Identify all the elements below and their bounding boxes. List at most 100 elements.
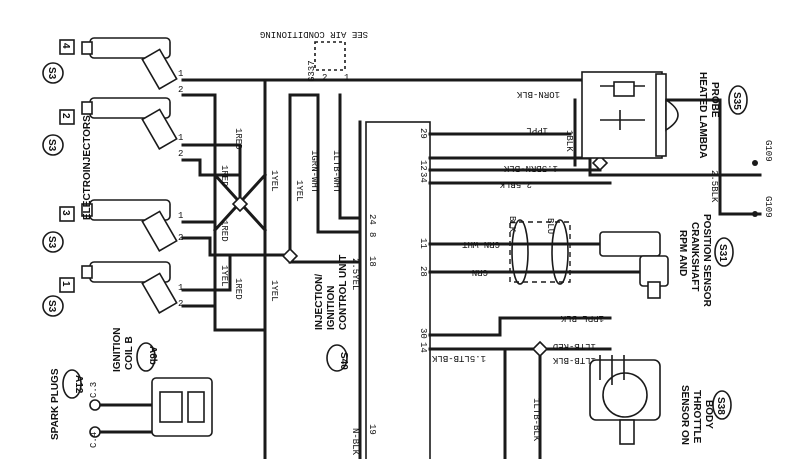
ecu-pin-18: 18 [367,256,377,267]
label-ltb-red: 1LTB-RED [553,341,596,351]
ecu-pin-14: 14 [418,342,428,353]
injector-3-num: 3 [60,210,71,216]
injector-2-id: S3 [46,139,57,152]
ecu-pin-12: 12 [418,160,428,171]
left-wire-labels: 1RED 1YEL 1YEL 1RED 1RED 1YEL 1RED 1YEL [219,128,304,302]
label-n-blk: N-BLK [350,428,360,456]
label-grn-wht: 1GRN-WHT [309,150,319,194]
throttle-line1: SENSOR ON [679,385,690,445]
spark-title: SPARK PLUGS [50,368,61,440]
rpm-id: S31 [717,244,728,262]
inj2-pin1: 1 [178,133,183,143]
label-ltb-blk-short: 1LTB-BLK [552,355,596,365]
label-red-mid: 1RED [219,165,229,187]
ecu-pin-34: 34 [418,172,428,183]
ecu-pin-19: 19 [367,424,377,435]
ecu-title-1: INJECTION/ [314,274,325,330]
label-red-top: 1RED [233,128,243,150]
coil-line1: IGNITION [112,328,123,372]
injector-1-num: 1 [60,281,71,287]
spark-c3: C.3 [89,382,99,398]
injector-4-num: 4 [60,43,71,49]
label-grn-wht-right: GRN-WHT [462,239,500,249]
label-yel-top: 1YEL [269,170,279,192]
throttle-id: S38 [715,397,726,415]
inj3-pin2: 2 [178,233,183,243]
ecu-pin-24: 24 [367,214,377,225]
ac-pin-1: 1 [344,73,349,83]
label-blk-probe: 1BLK [564,130,574,152]
ecu-pin-8: 8 [367,232,377,237]
inj3-pin1: 1 [178,211,183,221]
rpm-line2: CRANKSHAFT [689,222,700,291]
label-ltb-wht: 1LTB-WHT [331,150,341,194]
label-yel-mid: 1YEL [294,180,304,202]
ecu-pin-30: 30 [418,328,428,339]
ecu-pin-29: 29 [418,128,428,139]
label-brn-blk: 1.5BRN-BLK [503,163,558,173]
inj1-pin1: 1 [178,283,183,293]
label-ltb-blk: 1.5LTB-BLK [431,353,486,363]
ecu-pin-11: 11 [418,238,428,249]
injector-1 [42,261,178,317]
inj4-pin1: 1 [178,69,183,79]
injector-1-id: S3 [46,300,57,313]
inj4-pin2: 2 [178,85,183,95]
throttle-line2: THROTTLE [691,390,702,444]
injectors-title: ELECTROINJECTORS [82,115,93,220]
right-wiring [358,98,762,459]
coil-id: A6b [147,346,158,365]
label-ltb-blk-vert: 1LTB-BLK [531,398,541,442]
injector-4 [42,37,178,90]
label-orn-blk: 1ORN-BLK [516,89,560,99]
rpm-line1: RPM AND [677,230,688,276]
label-yel-25: 2.5YEL [350,258,360,290]
ecu-title-3: CONTROL UNIT [338,255,349,330]
label-blk: BLK [507,216,517,233]
ac-connector: SEE AIR CONDITIONING G337 2 1 [260,29,368,83]
injector-4-id: S3 [46,67,57,80]
spark-c4: C.4 [89,432,99,448]
label-ppl: 1PPL [526,125,548,135]
label-blk-25-right: 2.5BLK [709,170,719,203]
ground-g1: G109 [763,140,773,162]
coil-line2: COIL B [124,336,135,370]
label-yel-low2: 1YEL [269,280,279,302]
ecu-left-labels: 1GRN-WHT 1LTB-WHT 2.5YEL N-BLK [309,150,360,456]
label-red-low: 1RED [219,220,229,242]
injector-2 [42,97,178,156]
label-blu: BLU [545,218,555,234]
injector-group: 4 S3 2 S3 3 S3 1 S3 ELECTROINJECTORS 1 2… [42,37,183,317]
throttle-sensor: SENSOR ON THROTTLE BODY S38 [589,355,732,445]
label-yel-low1: 1YEL [219,265,229,287]
rpm-line3: POSITION SENSOR [701,214,712,308]
label-red-bottom: 1RED [233,278,243,300]
ecu: 24 8 18 19 INJECTION/ IGNITION CONTROL U… [314,121,431,459]
spark-id: A12 [73,375,84,394]
inj1-pin2: 2 [178,299,183,309]
inj2-pin2: 2 [178,149,183,159]
throttle-line3: BODY [703,400,714,429]
ecu-id: S40 [338,352,349,370]
ground-g2: G109 [763,196,773,218]
rpm-sensor: RPM AND CRANKSHAFT POSITION SENSOR S31 [509,214,734,308]
lambda-line1: HEATED LAMBDA [697,72,708,158]
left-wiring [181,78,582,459]
right-wire-labels: 1ORN-BLK 1PPL 1BLK 1.5BRN-BLK 2.5BLK 2.5… [431,89,773,442]
ignition-coil: IGNITION COIL B A6b SPARK PLUGS A12 C.3 … [50,328,213,448]
injector-2-num: 2 [60,113,71,119]
ecu-pin-28: 28 [418,266,428,277]
injector-3 [42,199,178,253]
ac-pin-2: 2 [322,73,327,83]
g337-label: G337 [307,60,317,82]
lambda-id: S35 [731,92,742,110]
label-grn: GRN [472,267,488,277]
injector-3-id: S3 [46,236,57,249]
lambda-probe: HEATED LAMBDA PROBE S35 [581,71,748,159]
label-ppl-blk: 1PPL-BLK [560,313,604,323]
label-blk-25: 2.5BLK [499,179,532,189]
lambda-line2: PROBE [709,82,720,118]
see-air-conditioning: SEE AIR CONDITIONING [260,29,368,39]
ecu-title-2: IGNITION [326,286,337,330]
